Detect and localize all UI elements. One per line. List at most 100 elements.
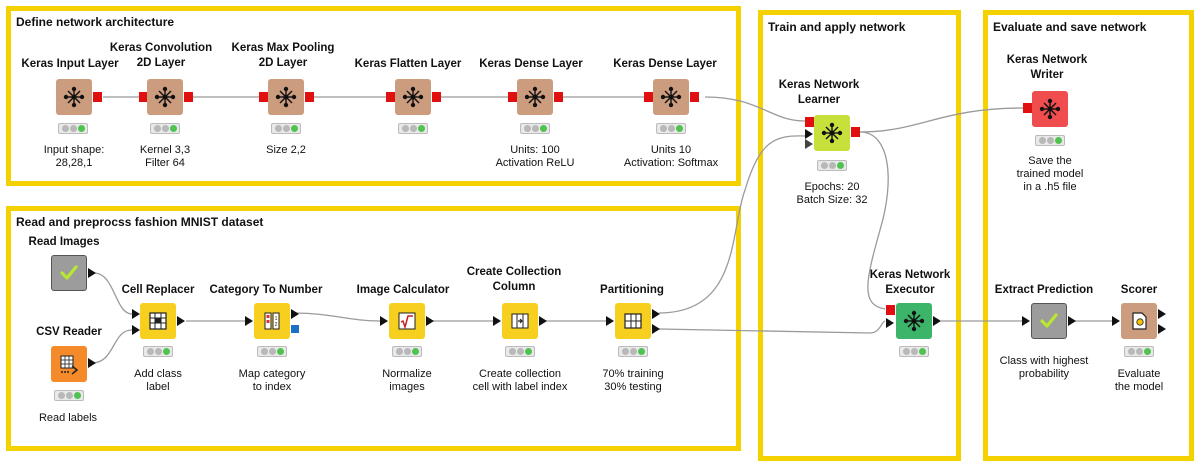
output-port[interactable] [291, 309, 299, 319]
input-port[interactable] [644, 92, 653, 102]
input-port[interactable] [493, 316, 501, 326]
output-port[interactable] [177, 316, 185, 326]
input-port-data[interactable] [805, 129, 813, 139]
node-cell-replacer[interactable] [140, 303, 176, 339]
node-image-calculator[interactable] [389, 303, 425, 339]
output-port-1[interactable] [652, 309, 660, 319]
status-lights [257, 346, 287, 357]
input-port[interactable] [805, 117, 814, 127]
input-port[interactable] [508, 92, 517, 102]
output-port[interactable] [851, 127, 860, 137]
input-port-1[interactable] [132, 309, 140, 319]
input-port[interactable] [139, 92, 148, 102]
output-port[interactable] [184, 92, 193, 102]
output-port[interactable] [554, 92, 563, 102]
wire-csv-cell [91, 329, 133, 364]
wire-readimages-cell [93, 272, 133, 315]
output-port[interactable] [93, 92, 102, 102]
status-lights [1035, 135, 1065, 146]
node-extract-prediction[interactable] [1031, 303, 1067, 339]
node-keras-dense-layer-1[interactable] [517, 79, 553, 115]
group-title: Define network architecture [16, 15, 175, 29]
status-lights [54, 390, 84, 401]
node-keras-flatten-layer[interactable] [395, 79, 431, 115]
wire-learner-executor [859, 131, 889, 310]
output-port[interactable] [88, 358, 96, 368]
status-lights [58, 123, 88, 134]
input-port[interactable] [386, 92, 395, 102]
node-title: Keras Dense Layer [479, 58, 583, 70]
group-define-network: Define network architecture [6, 6, 741, 186]
input-port[interactable] [606, 316, 614, 326]
node-title: Scorer [1120, 284, 1158, 296]
node-title: Read Images [28, 236, 100, 248]
status-lights [817, 160, 847, 171]
node-title: Keras Dense Layer [613, 58, 717, 70]
output-port-model[interactable] [291, 325, 299, 333]
sqrt-icon [398, 312, 416, 330]
node-create-collection-column[interactable] [502, 303, 538, 339]
node-title: Category To Number [209, 284, 323, 296]
node-partitioning[interactable] [615, 303, 651, 339]
checkmark-icon [1040, 313, 1058, 328]
network-icon [524, 86, 546, 108]
output-port[interactable] [426, 316, 434, 326]
wire-dense2-learner [704, 96, 806, 122]
input-port-data[interactable] [886, 318, 894, 328]
node-keras-input-layer[interactable] [56, 79, 92, 115]
category-icon: 12 [264, 312, 280, 330]
output-port-2[interactable] [652, 324, 660, 334]
input-port[interactable] [245, 316, 253, 326]
node-title: Extract Prediction [994, 284, 1094, 296]
output-port[interactable] [690, 92, 699, 102]
input-port[interactable] [259, 92, 268, 102]
status-lights [505, 346, 535, 357]
node-csv-reader[interactable] [51, 346, 87, 382]
output-port[interactable] [933, 316, 941, 326]
node-read-images[interactable] [51, 255, 87, 291]
node-title: CSV Reader [36, 326, 102, 338]
node-scorer[interactable] [1121, 303, 1157, 339]
node-keras-network-executor[interactable] [896, 303, 932, 339]
status-lights [520, 123, 550, 134]
output-port-1[interactable] [1158, 309, 1166, 319]
node-keras-convolution-2d[interactable] [147, 79, 183, 115]
node-keras-network-learner[interactable] [814, 115, 850, 151]
partition-icon [624, 313, 642, 329]
network-icon [660, 86, 682, 108]
output-port[interactable] [88, 268, 96, 278]
output-port[interactable] [539, 316, 547, 326]
input-port-2[interactable] [132, 325, 140, 335]
input-port[interactable] [1022, 316, 1030, 326]
output-port[interactable] [305, 92, 314, 102]
node-title: Keras Flatten Layer [354, 58, 462, 70]
input-port[interactable] [886, 305, 895, 315]
output-port[interactable] [432, 92, 441, 102]
group-title: Train and apply network [768, 20, 906, 34]
status-lights [1124, 346, 1154, 357]
input-port[interactable] [380, 316, 388, 326]
node-keras-dense-layer-2[interactable] [653, 79, 689, 115]
network-icon [1039, 98, 1061, 120]
svg-text:2: 2 [275, 322, 278, 328]
node-title: Keras Input Layer [21, 58, 119, 70]
output-port-2[interactable] [1158, 324, 1166, 334]
status-lights [150, 123, 180, 134]
output-port[interactable] [1068, 316, 1076, 326]
node-keras-network-writer[interactable] [1032, 91, 1068, 127]
group-evaluate-save: Evaluate and save network [983, 10, 1194, 461]
input-port[interactable] [1112, 316, 1120, 326]
node-keras-max-pooling-2d[interactable] [268, 79, 304, 115]
input-port-validation[interactable] [805, 139, 813, 149]
input-port[interactable] [1023, 103, 1032, 113]
